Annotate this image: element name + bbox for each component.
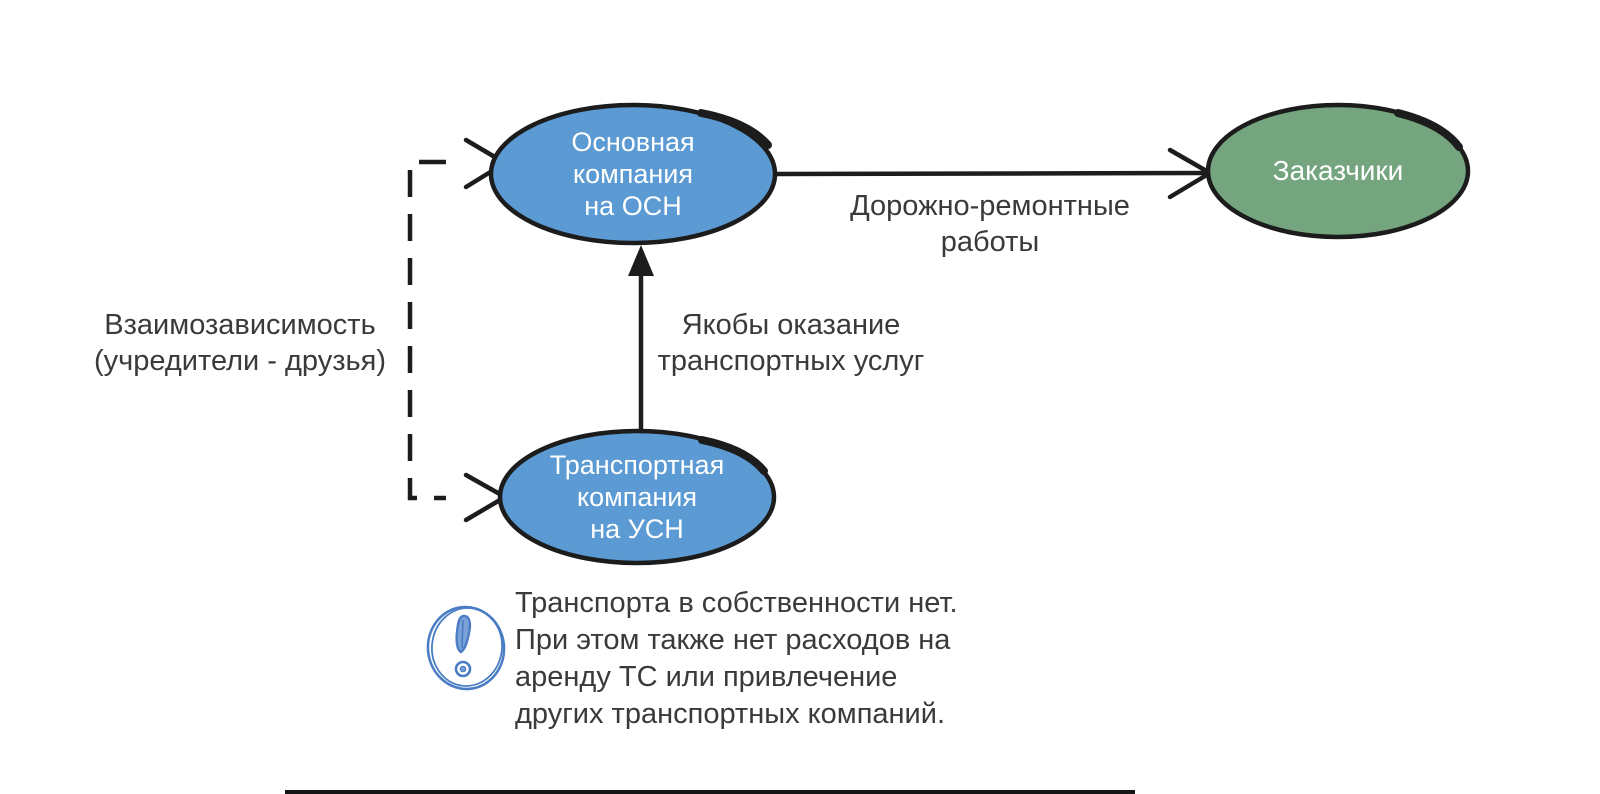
node-label-transport-company: Транспортная компания на УСН	[549, 450, 725, 544]
road-works-arrowhead-icon	[1167, 147, 1213, 200]
edge-label-road-works: Дорожно-ремонтные работы	[850, 190, 1130, 258]
main-company-ellipse	[488, 102, 778, 246]
customers-sketch-accent	[1394, 109, 1463, 151]
exclamation-icon	[426, 605, 506, 691]
customers-ellipse	[1205, 102, 1471, 240]
transport-services-arrowhead-icon	[628, 245, 654, 276]
transport-company-ellipse	[497, 428, 777, 566]
dependency-dashed-bracket	[407, 159, 446, 501]
node-label-customers: Заказчики	[1272, 155, 1404, 186]
edge-label-transport-services: Якобы оказание транспортных услуг	[657, 309, 925, 377]
main-company-sketch-accent	[697, 109, 772, 149]
node-label-main-company: Основная компания на ОСН	[571, 127, 695, 221]
edge-label-interdependence: Взаимозависимость (учредители - друзья)	[93, 309, 387, 377]
bottom-edge-line	[285, 790, 1135, 794]
note-text: Транспорта в собственности нет. При этом…	[515, 587, 958, 730]
transport-company-sketch-accent	[698, 436, 768, 475]
road-works-edge-line	[775, 170, 1207, 177]
